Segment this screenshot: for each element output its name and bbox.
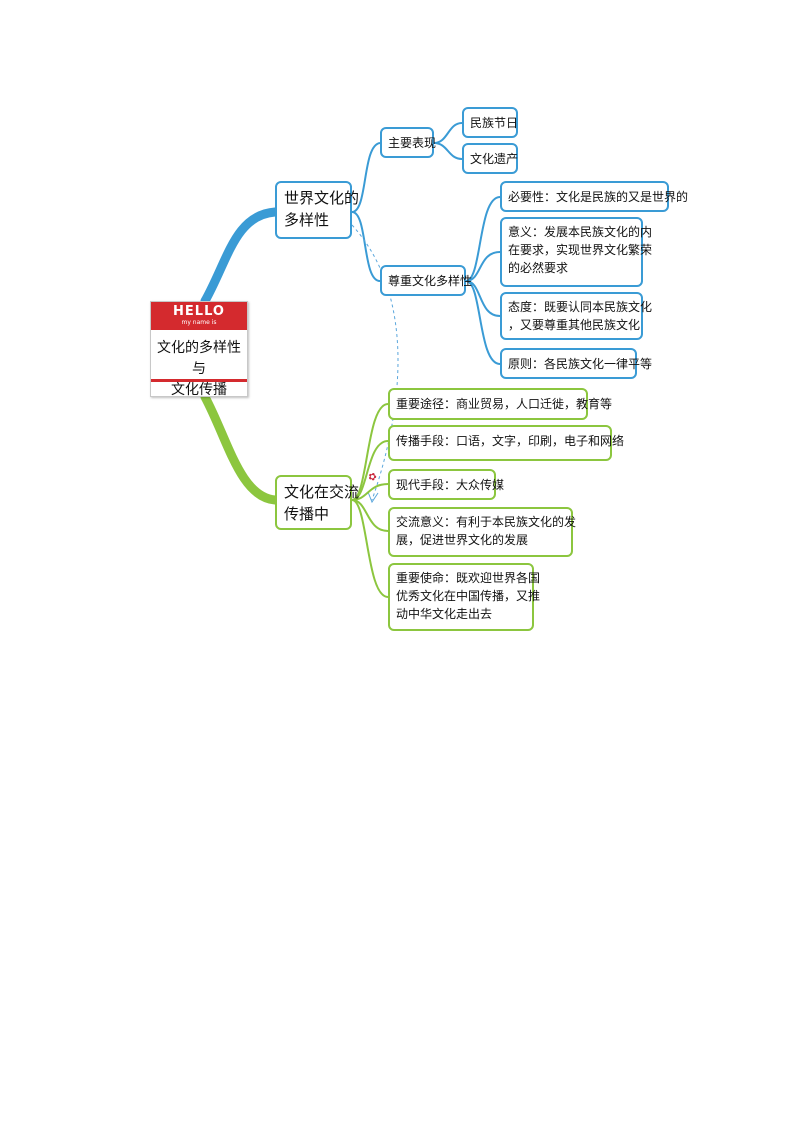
node-meaning-line1: 意义：发展本民族文化的内 [508, 225, 653, 239]
root-title-line1: 文化的多样性与 [157, 340, 241, 377]
node-respect-diversity[interactable]: 尊重文化多样性 [380, 265, 472, 296]
node-significance[interactable]: 交流意义：有利于本民族文化的发 展，促进世界文化的发展 [388, 507, 577, 557]
respect-to-principle-connector [465, 280, 501, 365]
respect-to-meaning-connector [465, 251, 501, 282]
badge-title: HELLO [173, 304, 225, 319]
root-to-diversity-connector [200, 207, 280, 306]
node-necessity-text: 必要性：文化是民族的又是世界的 [508, 190, 689, 204]
branch-spread-line1: 文化在交流 [284, 483, 360, 501]
node-festival[interactable]: 民族节日 [462, 107, 518, 138]
badge-subtitle: my name is [181, 319, 217, 326]
node-necessity[interactable]: 必要性：文化是民族的又是世界的 [500, 181, 688, 212]
node-mission-line2: 优秀文化在中国传播，又推 [396, 589, 541, 603]
node-principle-text: 原则：各民族文化一律平等 [508, 357, 653, 371]
node-attitude-line2: ，又要尊重其他民族文化 [508, 318, 641, 332]
node-modern[interactable]: 现代手段：大众传媒 [388, 469, 504, 500]
branch-diversity-line2: 多样性 [284, 211, 330, 229]
manifestation-to-item1-connector [433, 122, 463, 144]
diversity-to-manifestation-connector [351, 142, 381, 213]
node-manifestation-label: 主要表现 [388, 136, 437, 150]
node-mission-line3: 动中华文化走出去 [396, 607, 493, 621]
node-manifestation[interactable]: 主要表现 [380, 127, 437, 158]
node-attitude-line1: 态度：既要认同本民族文化 [508, 300, 653, 314]
branch-diversity-line1: 世界文化的 [284, 189, 360, 207]
node-principle[interactable]: 原则：各民族文化一律平等 [500, 348, 652, 379]
root-to-spread-connector [200, 392, 280, 505]
branch-spread[interactable]: 文化在交流 传播中 [275, 475, 360, 530]
root-title: 文化的多样性与 文化传播 [151, 330, 247, 398]
node-heritage-label: 文化遗产 [470, 152, 519, 166]
node-means-text: 传播手段：口语，文字，印刷，电子和网络 [396, 434, 625, 448]
node-route-text: 重要途径：商业贸易，人口迁徙，教育等 [396, 397, 613, 411]
node-meaning-line2: 在要求，实现世界文化繁荣 [508, 243, 653, 257]
branch-spread-line2: 传播中 [284, 505, 330, 523]
node-means[interactable]: 传播手段：口语，文字，印刷，电子和网络 [388, 425, 624, 461]
hello-badge: HELLO my name is [151, 302, 247, 330]
node-significance-line1: 交流意义：有利于本民族文化的发 [396, 515, 577, 529]
root-title-line2: 文化传播 [171, 382, 227, 398]
spread-to-route-connector [351, 403, 389, 501]
spread-to-mission-connector [351, 499, 389, 598]
node-attitude[interactable]: 态度：既要认同本民族文化 ，又要尊重其他民族文化 [500, 292, 653, 340]
node-meaning[interactable]: 意义：发展本民族文化的内 在要求，实现世界文化繁荣 的必然要求 [500, 217, 653, 287]
node-significance-line2: 展，促进世界文化的发展 [396, 533, 529, 547]
node-mission-line1: 重要使命：既欢迎世界各国 [396, 571, 541, 585]
diversity-to-respect-connector [351, 211, 381, 282]
node-modern-text: 现代手段：大众传媒 [396, 478, 505, 492]
node-festival-label: 民族节日 [470, 116, 519, 130]
node-respect-label: 尊重文化多样性 [388, 274, 473, 288]
relationship-dashed-connector [351, 224, 399, 501]
node-meaning-line3: 的必然要求 [508, 261, 569, 275]
spread-to-means-connector [351, 440, 389, 501]
node-route[interactable]: 重要途径：商业贸易，人口迁徙，教育等 [388, 388, 612, 420]
root-node[interactable]: HELLO my name is 文化的多样性与 文化传播 [150, 301, 248, 398]
respect-to-necessity-connector [465, 196, 501, 282]
node-heritage[interactable]: 文化遗产 [462, 143, 518, 174]
manifestation-to-item2-connector [433, 142, 463, 160]
node-mission[interactable]: 重要使命：既欢迎世界各国 优秀文化在中国传播，又推 动中华文化走出去 [388, 563, 541, 631]
branch-diversity[interactable]: 世界文化的 多样性 [275, 181, 360, 239]
